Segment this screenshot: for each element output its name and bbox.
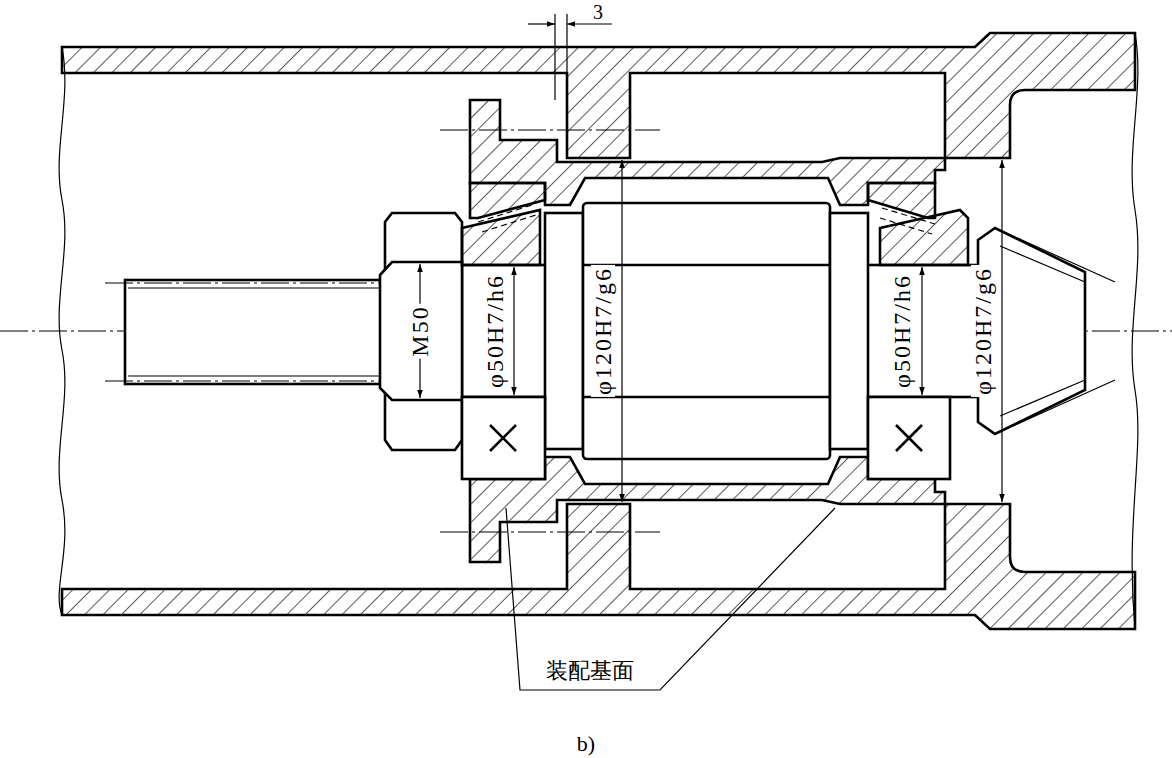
distance-sleeve <box>583 203 830 459</box>
bearing-cross <box>490 425 516 451</box>
bearing-symbol <box>868 397 950 479</box>
bolt-center-line <box>440 130 660 131</box>
dimension-line <box>513 267 514 395</box>
leader-line <box>506 508 835 690</box>
surface-note: 装配基面 <box>544 660 636 682</box>
dimension-line <box>567 23 612 24</box>
fit-dimension: φ50H7/h6 <box>483 272 507 390</box>
fit-dimension: φ50H7/h6 <box>890 272 914 390</box>
pitch-line <box>995 228 1115 434</box>
dimension-line <box>1001 160 1002 502</box>
fit-dimension: φ120H7/g6 <box>971 265 995 397</box>
thread-center-line <box>105 283 385 284</box>
nut <box>380 262 462 400</box>
housing <box>62 504 1135 629</box>
thread-center-line <box>105 381 385 382</box>
bolt-center-line <box>440 532 660 533</box>
bearing-roller <box>478 205 536 232</box>
shaft <box>583 396 830 399</box>
dimension-line <box>528 23 555 24</box>
dimension-line <box>621 160 622 502</box>
spacer-ring <box>545 213 583 449</box>
spacer-ring <box>830 213 868 449</box>
bearing-symbol <box>462 397 545 479</box>
shaft-thread <box>125 280 387 384</box>
extension-line <box>554 14 555 100</box>
thread-line <box>128 287 385 288</box>
dimension-line <box>921 267 922 395</box>
thread-line <box>128 375 385 376</box>
housing <box>62 33 1135 158</box>
break-line <box>59 47 65 615</box>
figure-caption: b) <box>575 733 597 755</box>
bearing-cross <box>896 425 922 451</box>
extension-line <box>566 14 567 73</box>
shaft <box>583 264 830 267</box>
dimension-value: 3 <box>591 2 605 22</box>
thread-size: M50 <box>408 303 432 358</box>
break-line <box>1132 33 1138 629</box>
bearing-cone <box>880 210 968 265</box>
fit-dimension: φ120H7/g6 <box>591 265 615 397</box>
bearing-roller <box>880 208 935 234</box>
bearing-cup <box>868 183 935 218</box>
